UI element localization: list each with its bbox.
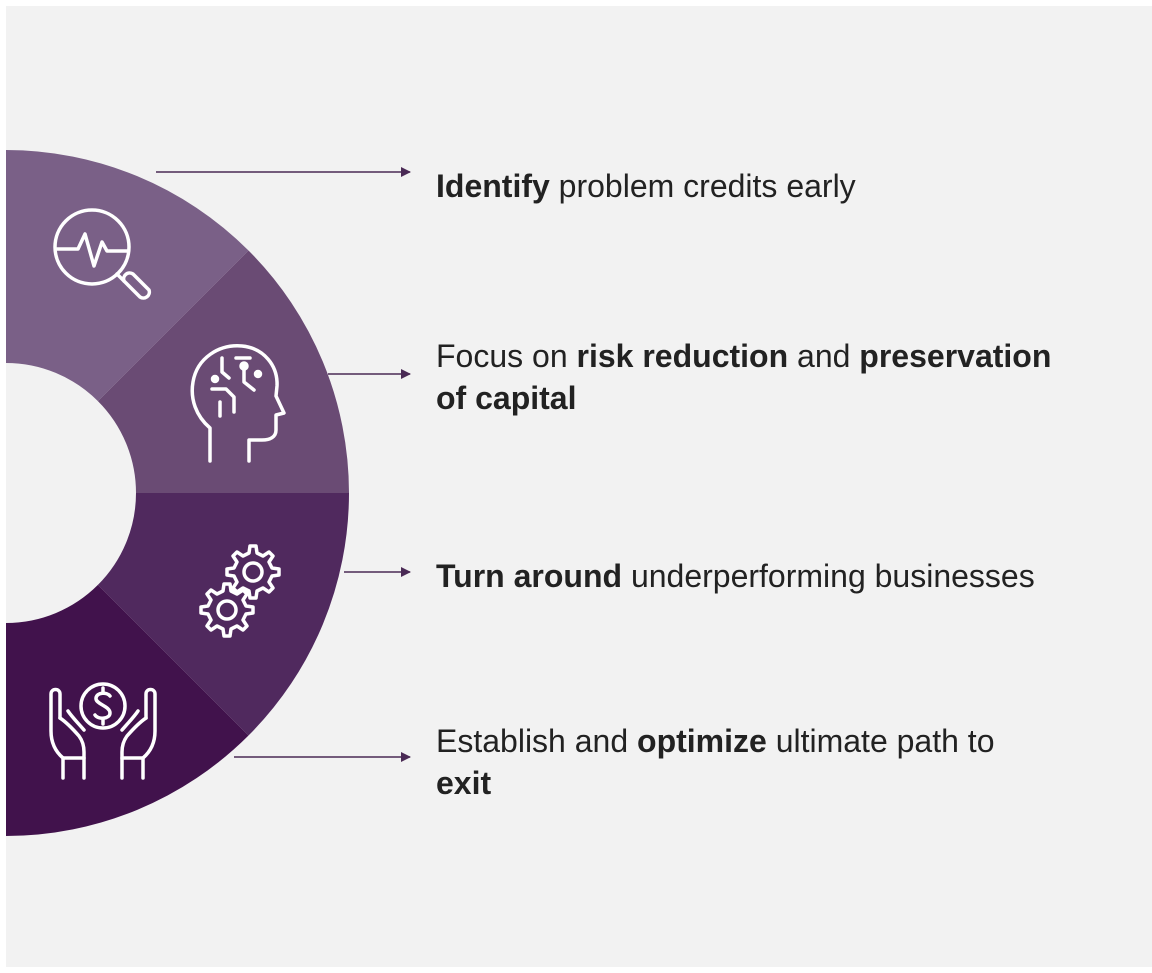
step-3-text-run: underperforming businesses [622, 558, 1035, 594]
gears-icon [199, 544, 281, 638]
brain-head-icon [190, 344, 286, 463]
step-3-text-run: Turn around [436, 558, 623, 594]
step-4-text-run: optimize [637, 723, 767, 759]
step-3-label: Turn around underperforming businesses [436, 555, 1035, 597]
step-2-text-run: and [788, 338, 860, 374]
step-2-label: Focus on risk reduction and preservation… [436, 335, 1051, 419]
step-1-text-run: Identify [436, 168, 550, 204]
step-4-text-run: Establish and [436, 723, 638, 759]
ring-segment-3 [97, 493, 350, 736]
step-1-text-run: problem credits early [549, 168, 856, 204]
ring-segment-4 [6, 584, 249, 836]
step-2-text-run: Focus on [436, 338, 577, 374]
step-1-label: Identify problem credits early [436, 165, 856, 207]
step-2-text-run: risk reduction [576, 338, 789, 374]
magnifier-pulse-icon [53, 208, 152, 300]
step-2-text-run: of capital [436, 380, 577, 416]
step-4-text-run: ultimate path to [766, 723, 995, 759]
step-4-text-run: exit [436, 765, 492, 801]
slide-canvas: Identify problem credits early Focus on … [6, 6, 1152, 967]
step-4-label: Establish and optimize ultimate path to e… [436, 720, 994, 804]
step-2-text-run: preservation [859, 338, 1052, 374]
hands-dollar-icon [49, 682, 157, 780]
ring-segment-1 [6, 150, 249, 402]
ring-diagram [6, 150, 411, 836]
